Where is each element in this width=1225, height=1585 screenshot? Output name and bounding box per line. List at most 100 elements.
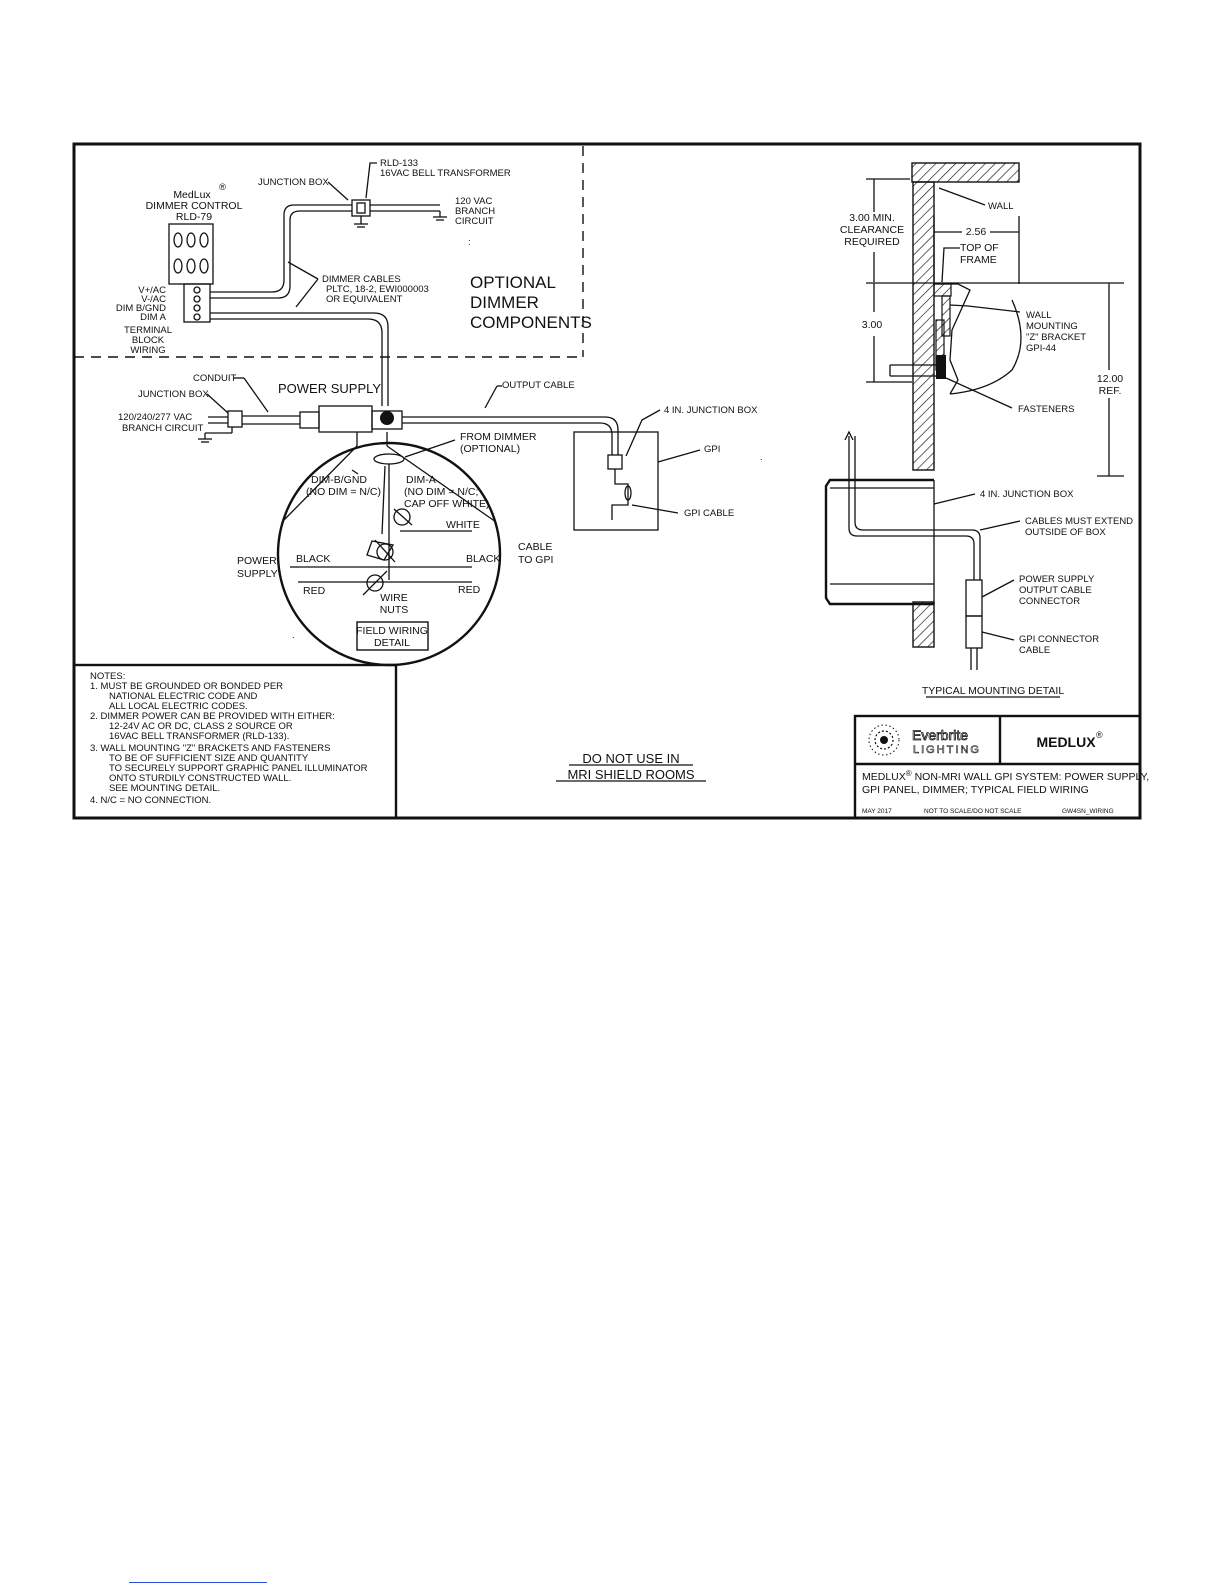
dim-b-label: (NO DIM = N/C) [306, 486, 381, 498]
dim-2-56: 2.56 [966, 226, 987, 238]
clearance-label: CLEARANCE [840, 224, 904, 236]
description-line-1: NON-MRI WALL GPI SYSTEM: POWER SUPPLY, [912, 771, 1149, 783]
field-wiring-detail: FROM DIMMER (OPTIONAL) DIM-B/GND (NO DIM… [237, 431, 553, 667]
footer-link-underline[interactable] [129, 1582, 267, 1583]
dimmer-model: RLD-79 [176, 211, 212, 223]
drawing-date: MAY 2017 [862, 808, 892, 815]
dimmer-brand: MedLux [173, 189, 211, 201]
dimmer-title: DIMMER CONTROL [146, 200, 243, 212]
notes-line: 4. N/C = NO CONNECTION. [90, 795, 211, 806]
terminal-dim-b: DIM B/GND [116, 303, 166, 314]
clearance-label: 3.00 MIN. [849, 212, 895, 224]
dim-a-label: (NO DIM = N/C; [404, 486, 478, 498]
transformer-model: RLD-133 [380, 158, 418, 169]
stray-colon: : [468, 237, 471, 248]
cables-extend-label: CABLES MUST EXTEND [1025, 516, 1133, 527]
dim-12-00-ref: REF. [1099, 385, 1122, 397]
power-supply-side-label: SUPPLY [237, 568, 278, 580]
dim-a-label: DIM-A [406, 474, 436, 486]
gpi-label: GPI [704, 444, 720, 455]
notes-line: NATIONAL ELECTRIC CODE AND [109, 691, 257, 702]
field-wiring-title: DETAIL [374, 637, 410, 649]
top-of-frame-label: TOP OF [960, 242, 999, 254]
product-name: MEDLUX [1036, 734, 1096, 750]
terminal-block-label: TERMINAL [124, 325, 172, 336]
stray-dot: . [292, 630, 295, 641]
drawing-description: MEDLUX® NON-MRI WALL GPI SYSTEM: POWER S… [862, 769, 1149, 783]
terminal-v-minus: V-/AC [141, 294, 166, 305]
notes-line: ALL LOCAL ELECTRIC CODES. [109, 701, 248, 712]
dimmer-control: MedLux ® DIMMER CONTROL RLD-79 V+/AC V-/… [116, 182, 243, 356]
notes-line: ONTO STURDILY CONSTRUCTED WALL. [109, 773, 291, 784]
description-brand: MEDLUX [862, 771, 906, 783]
output-cable-label: OUTPUT CABLE [502, 380, 575, 391]
terminal-v-plus: V+/AC [138, 285, 166, 296]
mounting-detail: WALL 3.00 MIN. CLEARANCE REQUIRED 2.56 T… [824, 162, 1133, 698]
clearance-label: REQUIRED [844, 236, 900, 248]
title-block: Everbrite LIGHTING MEDLUX ® MEDLUX® NON-… [853, 714, 1149, 820]
cables-extend-label: OUTSIDE OF BOX [1025, 527, 1106, 538]
top-of-frame-label: FRAME [960, 254, 997, 266]
drawing-scale: NOT TO SCALE/DO NOT SCALE [924, 808, 1022, 815]
wire-color-red-right: RED [458, 584, 481, 596]
optional-components-label: DIMMER [470, 293, 539, 312]
from-dimmer-label: FROM DIMMER [460, 431, 537, 443]
drawing-border [72, 142, 1142, 820]
power-circuit-label: 120/240/277 VAC [118, 412, 192, 423]
fasteners-label: FASTENERS [1018, 404, 1075, 415]
bell-transformer: JUNCTION BOX RLD-133 16VAC BELL TRANSFOR… [258, 158, 511, 248]
conduit-label: CONDUIT [193, 373, 236, 384]
terminal-dim-a: DIM A [140, 312, 167, 323]
notes-line: 1. MUST BE GROUNDED OR BONDED PER [90, 681, 283, 692]
cable-to-gpi-label: CABLE [518, 541, 552, 553]
branch-circuit-label: CIRCUIT [455, 216, 494, 227]
gpi-connector-label: CABLE [1019, 645, 1050, 656]
optional-dimmer-region [74, 146, 584, 358]
dimmer-cables-label: PLTC, 18-2, EWI000003 [326, 284, 429, 295]
stray-dot: . [760, 452, 763, 463]
branch-circuit-label: BRANCH [455, 206, 495, 217]
notes-line: 3. WALL MOUNTING "Z" BRACKETS AND FASTEN… [90, 743, 330, 754]
gpi-panel: 4 IN. JUNCTION BOX GPI GPI CABLE . [573, 405, 763, 531]
notes-line: 12-24V AC OR DC, CLASS 2 SOURCE OR [109, 721, 293, 732]
notes-line: TO SECURELY SUPPORT GRAPHIC PANEL ILLUMI… [109, 763, 368, 774]
wall-junction-box-label: 4 IN. JUNCTION BOX [980, 489, 1074, 500]
cable-to-gpi-label: TO GPI [518, 554, 553, 566]
power-supply: CONDUIT JUNCTION BOX 120/240/277 VAC BRA… [118, 373, 619, 455]
mri-warning: DO NOT USE IN MRI SHIELD ROOMS [556, 751, 706, 782]
dim-b-label: DIM-B/GND [311, 474, 367, 486]
terminal-block-label: WIRING [130, 345, 165, 356]
dimmer-reg: ® [219, 182, 226, 193]
wire-nuts-label: WIRE [380, 592, 407, 604]
bracket-label: GPI-44 [1026, 343, 1056, 354]
notes-line: SEE MOUNTING DETAIL. [109, 783, 220, 794]
wire-color-red-left: RED [303, 585, 326, 597]
transformer-desc: 16VAC BELL TRANSFORMER [380, 168, 511, 179]
top-junction-box-label: JUNCTION BOX [258, 177, 329, 188]
dim-a-label: CAP OFF WHITE) [404, 498, 490, 510]
power-supply-title: POWER SUPPLY [278, 381, 381, 396]
logo-top: Everbrite [912, 727, 968, 743]
power-junction-box-label: JUNCTION BOX [138, 389, 209, 400]
power-circuit-label: BRANCH CIRCUIT [122, 423, 203, 434]
wire-color-white: WHITE [446, 519, 480, 531]
gpi-connector-label: GPI CONNECTOR [1019, 634, 1099, 645]
bracket-label: "Z" BRACKET [1026, 332, 1086, 343]
terminal-block-label: BLOCK [132, 335, 165, 346]
warning-line: MRI SHIELD ROOMS [567, 767, 694, 782]
field-wiring-title: FIELD WIRING [356, 625, 428, 637]
notes-line: TO BE OF SUFFICIENT SIZE AND QUANTITY [109, 753, 309, 764]
everbrite-logo: Everbrite LIGHTING [868, 724, 981, 756]
bracket-label: MOUNTING [1026, 321, 1078, 332]
notes-box: NOTES: 1. MUST BE GROUNDED OR BONDED PER… [72, 663, 398, 820]
ps-connector-label: OUTPUT CABLE [1019, 585, 1092, 596]
ps-connector-label: POWER SUPPLY [1019, 574, 1095, 585]
gpi-junction-box-label: 4 IN. JUNCTION BOX [664, 405, 758, 416]
drawing-number: GW4SN_WIRING [1062, 808, 1114, 815]
notes-line: 16VAC BELL TRANSFORMER (RLD-133). [109, 731, 289, 742]
logo-bottom: LIGHTING [913, 744, 981, 756]
bracket-label: WALL [1026, 310, 1052, 321]
branch-circuit-label: 120 VAC [455, 196, 492, 207]
notes-line: 2. DIMMER POWER CAN BE PROVIDED WITH EIT… [90, 711, 335, 722]
